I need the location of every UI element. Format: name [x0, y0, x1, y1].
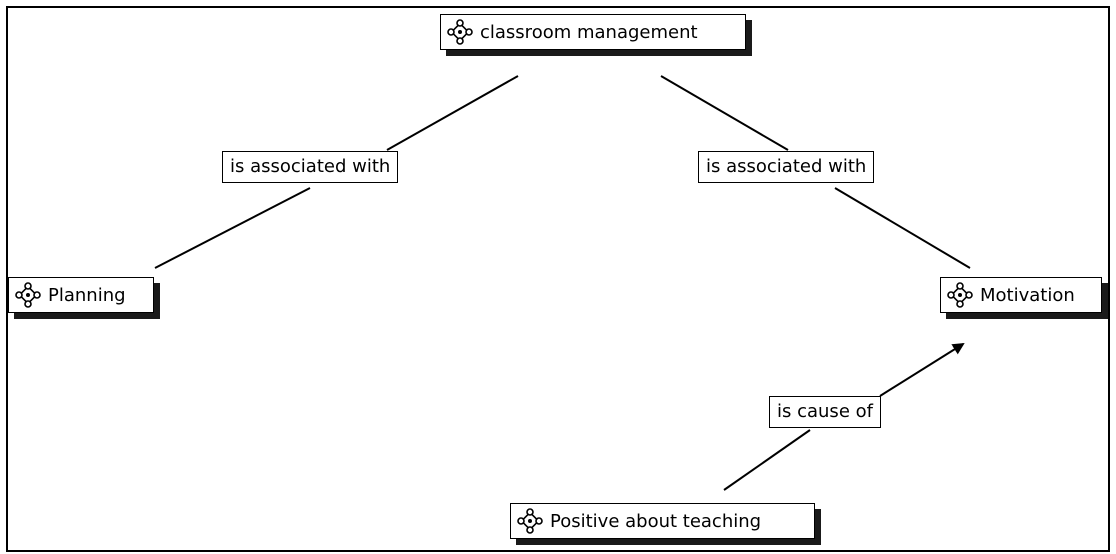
concept-icon	[447, 19, 473, 45]
link-label-right[interactable]: is associated with	[698, 151, 875, 183]
link-line-cause-motivation	[879, 342, 965, 397]
link-line-classroom-left	[386, 75, 519, 151]
node-positive-about-teaching[interactable]: Positive about teaching	[510, 503, 815, 539]
link-line-right-motivation	[834, 187, 971, 269]
link-line-classroom-right	[660, 75, 789, 151]
node-classroom-management[interactable]: classroom management	[440, 14, 746, 50]
link-line-left-planning	[154, 187, 311, 269]
link-label-cause[interactable]: is cause of	[769, 396, 881, 428]
node-planning[interactable]: Planning	[8, 277, 154, 313]
concept-icon	[947, 282, 973, 308]
link-line-positive-cause	[723, 429, 811, 491]
node-label: Motivation	[980, 284, 1075, 306]
concept-icon	[15, 282, 41, 308]
link-label-left[interactable]: is associated with	[222, 151, 399, 183]
node-motivation[interactable]: Motivation	[940, 277, 1102, 313]
diagram-frame	[6, 6, 1110, 552]
concept-icon	[517, 508, 543, 534]
node-label: classroom management	[480, 21, 698, 43]
node-label: Positive about teaching	[550, 510, 762, 532]
node-label: Planning	[48, 284, 126, 306]
